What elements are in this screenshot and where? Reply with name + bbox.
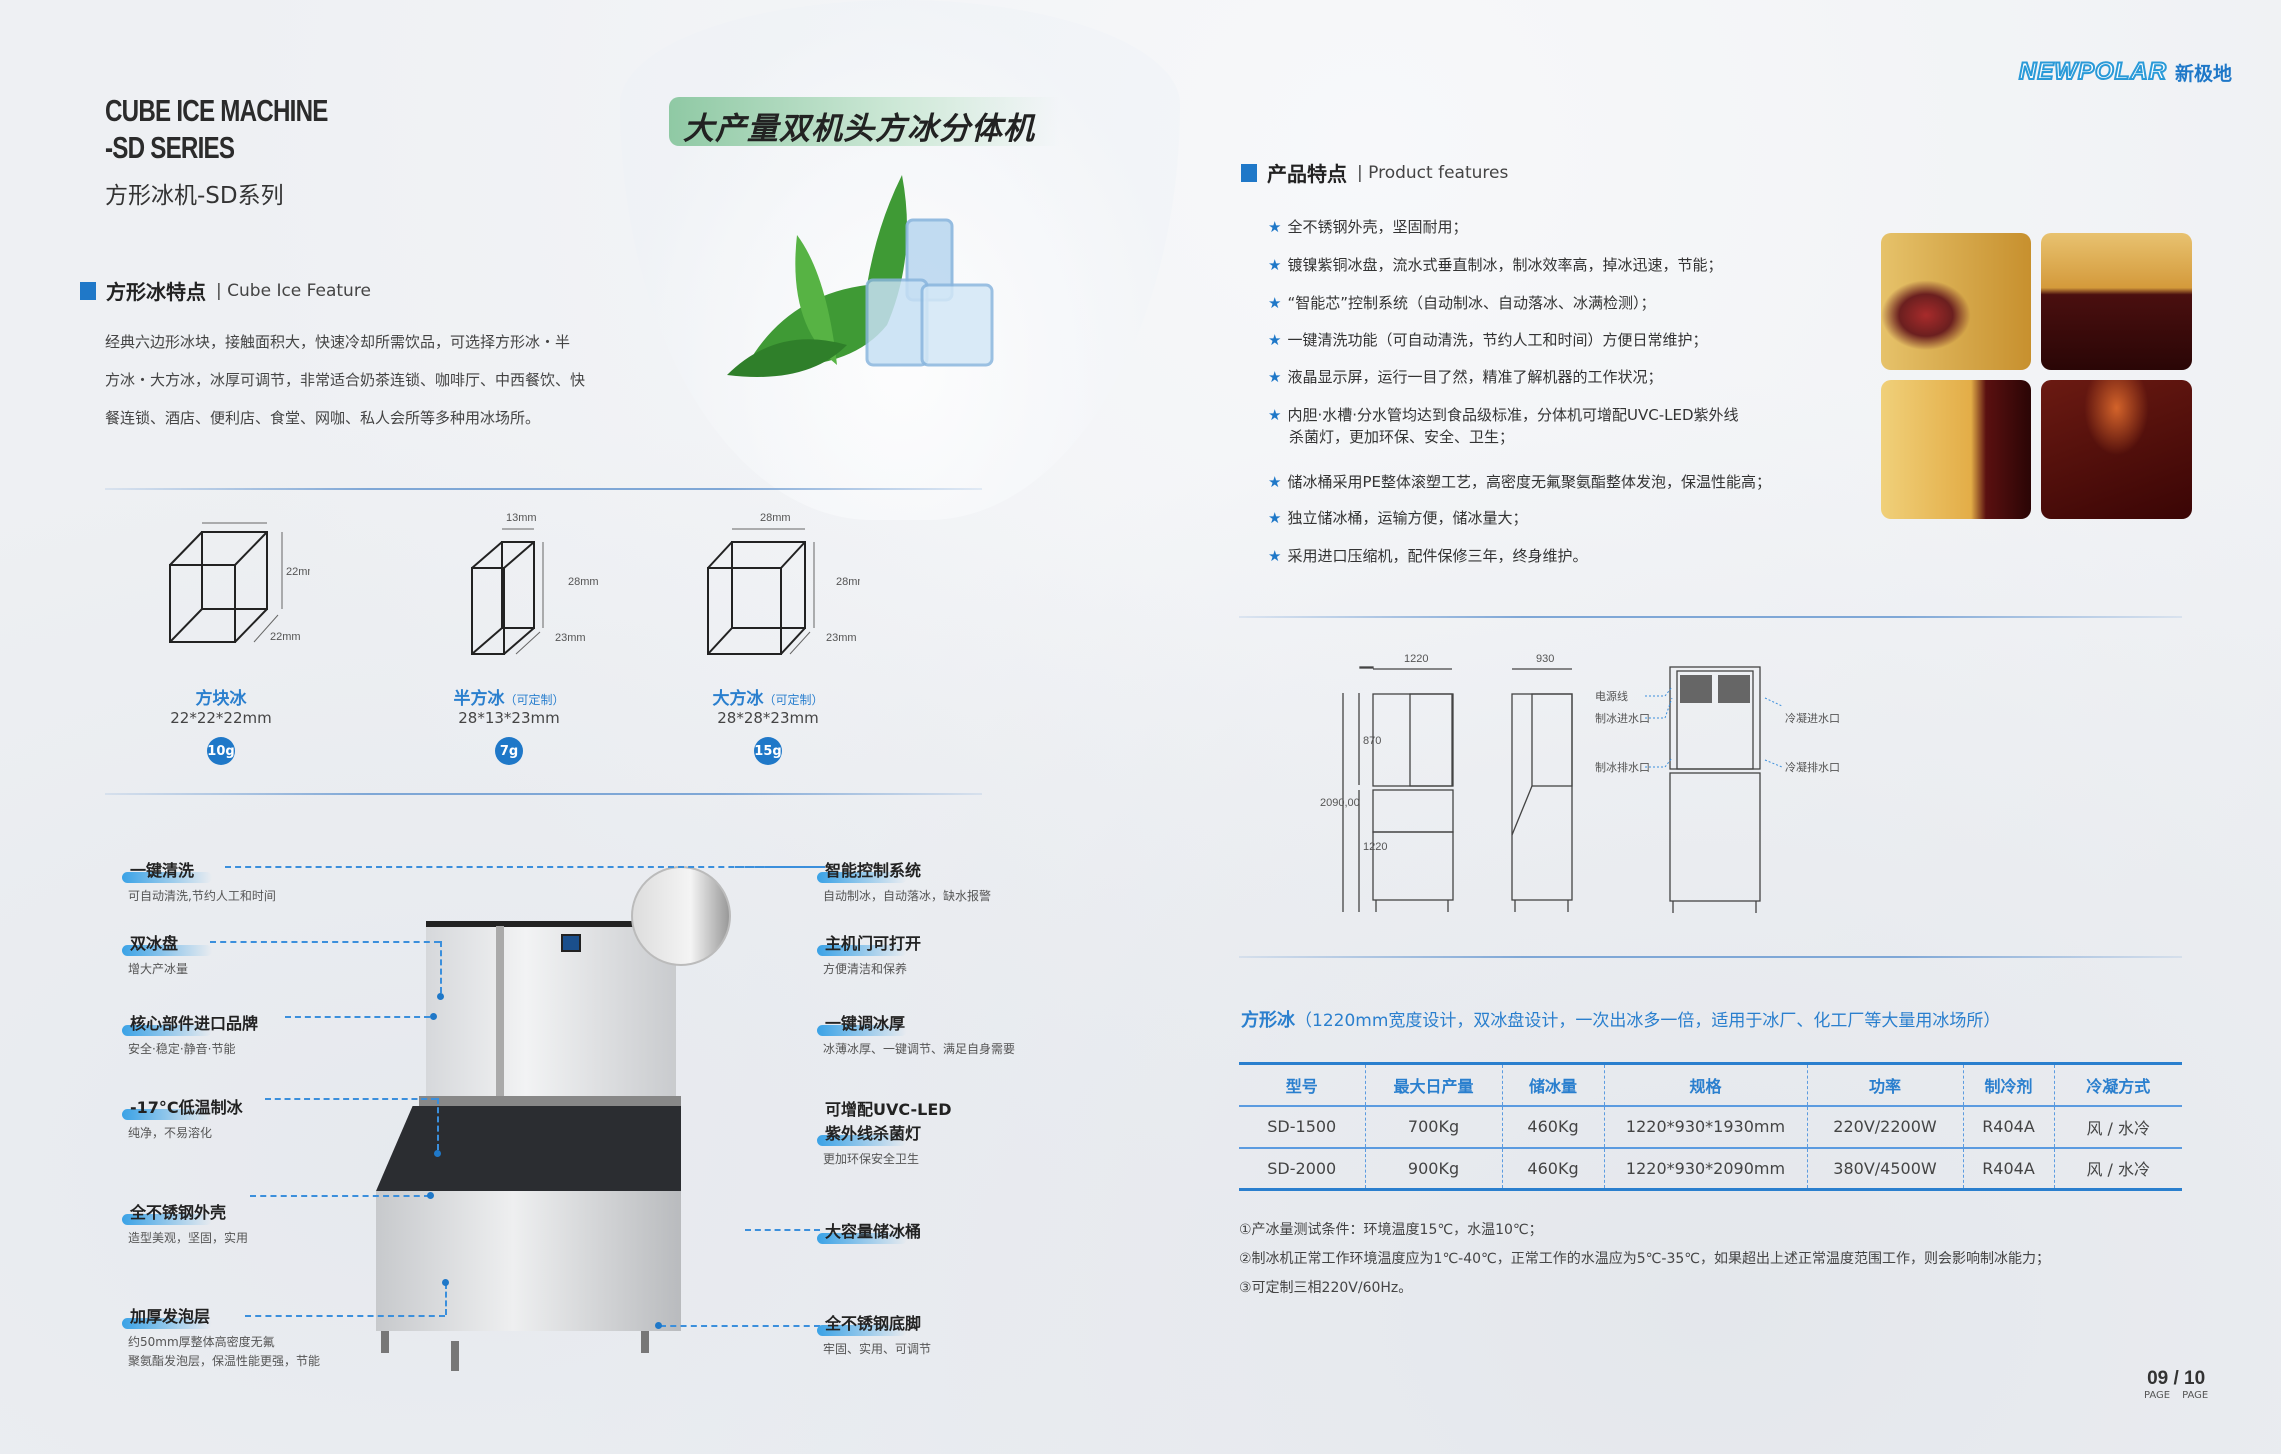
star-icon: ★ xyxy=(1268,473,1282,491)
svg-text:22mm: 22mm xyxy=(218,520,249,521)
cube-item: 方块冰 22*22*22mm 10g xyxy=(101,684,341,765)
cube-item: 大方冰（可定制） 28*28*23mm 15g xyxy=(648,684,888,765)
product-banner: 大产量双机头方冰分体机 xyxy=(669,97,1059,147)
svg-text:23mm: 23mm xyxy=(826,632,857,644)
callout-core-parts: 核心部件进口品牌安全·稳定·静音·节能 xyxy=(121,1010,258,1059)
feature-item: ★全不锈钢外壳，坚固耐用； xyxy=(1268,218,1468,236)
cube-ice-feature-heading: 方形冰特点 | Cube Ice Feature xyxy=(80,276,371,305)
svg-text:22mm: 22mm xyxy=(286,566,310,578)
svg-text:制冰排水口: 制冰排水口 xyxy=(1595,760,1650,774)
svg-text:制冰进水口: 制冰进水口 xyxy=(1595,712,1650,725)
cube-diagram-large: 28mm 28mm 23mm xyxy=(700,505,867,659)
note: ①产冰量测试条件：环境温度15℃，水温10℃； xyxy=(1239,1222,1543,1238)
weight-badge: 15g xyxy=(754,737,782,765)
mint-ice-image xyxy=(727,175,1027,385)
svg-text:13mm: 13mm xyxy=(506,512,537,524)
drink-photo xyxy=(1881,380,2031,519)
star-icon: ★ xyxy=(1268,218,1282,236)
feature-item: ★液晶显示屏，运行一目了然，精准了解机器的工作状况； xyxy=(1268,368,1663,386)
technical-drawing: 1220 930 870 2090,00 1220 电源线 制冰进水口 制冰排水… xyxy=(1320,653,1840,913)
svg-text:1220: 1220 xyxy=(1404,653,1428,665)
svg-text:28mm: 28mm xyxy=(836,576,860,588)
callout-storage-bin: 大容量储冰桶 xyxy=(816,1218,921,1244)
callout-dual-tray: 双冰盘增大产冰量 xyxy=(121,930,213,979)
star-icon: ★ xyxy=(1268,294,1282,312)
divider xyxy=(1239,956,2182,958)
star-icon: ★ xyxy=(1268,509,1282,527)
cube-item: 半方冰（可定制） 28*13*23mm 7g xyxy=(389,684,629,765)
weight-badge: 10g xyxy=(207,737,235,765)
heading-marker xyxy=(80,281,96,300)
intro-line: 餐连锁、酒店、便利店、食堂、网咖、私人会所等多种用冰场所。 xyxy=(105,409,541,427)
intro-line: 经典六边形冰块，接触面积大，快速冷却所需饮品，可选择方形冰・半 xyxy=(105,333,571,351)
divider xyxy=(1239,616,2182,618)
feature-item: ★镀镍紫铜冰盘，流水式垂直制冰，制冰效率高，掉冰迅速，节能； xyxy=(1268,256,1723,274)
svg-text:2090,00: 2090,00 xyxy=(1320,797,1360,809)
feature-item: ★一键清洗功能（可自动清洗，节约人工和时间）方便日常维护； xyxy=(1268,331,1708,349)
product-features-heading: 产品特点 | Product features xyxy=(1241,158,1508,187)
cube-diagram-half: 13mm 28mm 23mm xyxy=(450,505,610,659)
divider xyxy=(105,793,982,795)
spec-caption: 方形冰（1220mm宽度设计，双冰盘设计，一次出冰多一倍，适用于冰厂、化工厂等大… xyxy=(1241,1010,2001,1031)
callout-ice-thickness: 一键调冰厚冰薄冰厚、一键调节、满足自身需要 xyxy=(816,1010,1015,1059)
intro-line: 方冰・大方冰，冰厚可调节，非常适合奶茶连锁、咖啡厅、中西餐饮、快 xyxy=(105,371,586,389)
svg-text:冷凝排水口: 冷凝排水口 xyxy=(1785,760,1840,774)
star-icon: ★ xyxy=(1268,368,1282,386)
feature-item: ★内胆·水槽·分水管均达到食品级标准，分体机可增配UVC-LED紫外线杀菌灯，更… xyxy=(1268,406,1739,446)
hero-title: CUBE ICE MACHINE-SD SERIES xyxy=(105,93,328,165)
svg-text:1220: 1220 xyxy=(1363,841,1387,853)
svg-text:电源线: 电源线 xyxy=(1595,689,1628,703)
svg-text:28mm: 28mm xyxy=(568,576,599,588)
drink-photo xyxy=(2041,380,2192,519)
hero-subtitle: 方形冰机-SD系列 xyxy=(105,183,284,209)
svg-text:22mm: 22mm xyxy=(270,631,301,643)
callout-smart-control: 智能控制系统自动制冰，自动落冰，缺水报警 xyxy=(816,857,991,906)
ice-machine-image xyxy=(371,866,731,1371)
svg-text:23mm: 23mm xyxy=(555,632,586,644)
heading-marker xyxy=(1241,163,1257,182)
note: ②制冰机正常工作环境温度应为1℃-40℃，正常工作的水温应为5℃-35℃，如果超… xyxy=(1239,1251,2050,1267)
brand-logo: NEWPOLAR 新极地 xyxy=(2018,57,2233,86)
drink-photo xyxy=(2041,233,2192,370)
feature-item: ★“智能芯”控制系统（自动制冰、自动落冰、冰满检测）； xyxy=(1268,294,1656,312)
callout-low-temp: -17°C低温制冰纯净，不易溶化 xyxy=(122,1094,243,1143)
drink-photo xyxy=(1881,233,2031,370)
svg-text:930: 930 xyxy=(1536,653,1554,665)
callout-steel-shell: 全不锈钢外壳造型美观，坚固，实用 xyxy=(121,1199,248,1248)
cube-diagram-square: 22mm 22mm 22mm xyxy=(150,509,317,664)
feature-item: ★储冰桶采用PE整体滚塑工艺，高密度无氟聚氨酯整体发泡，保温性能高； xyxy=(1268,473,1771,491)
note: ③可定制三相220V/60Hz。 xyxy=(1239,1280,1413,1296)
callout-one-key-clean: 一键清洗可自动清洗,节约人工和时间 xyxy=(122,857,276,906)
star-icon: ★ xyxy=(1268,547,1282,565)
weight-badge: 7g xyxy=(495,737,523,765)
divider xyxy=(105,488,982,490)
feature-item: ★采用进口压缩机，配件保修三年，终身维护。 xyxy=(1268,547,1588,565)
star-icon: ★ xyxy=(1268,256,1282,274)
callout-door-open: 主机门可打开方便清洁和保养 xyxy=(816,930,921,979)
star-icon: ★ xyxy=(1268,406,1282,424)
svg-text:28mm: 28mm xyxy=(760,512,791,524)
callout-foam-layer: 加厚发泡层约50mm厚整体高密度无氟聚氨酯发泡层，保温性能更强，节能 xyxy=(121,1303,320,1371)
star-icon: ★ xyxy=(1268,331,1282,349)
callout-steel-feet: 全不锈钢底脚牢固、实用、可调节 xyxy=(816,1310,931,1359)
svg-text:870: 870 xyxy=(1363,735,1381,747)
svg-text:冷凝进水口: 冷凝进水口 xyxy=(1785,711,1840,725)
feature-item: ★独立储冰桶，运输方便，储冰量大； xyxy=(1268,509,1528,527)
